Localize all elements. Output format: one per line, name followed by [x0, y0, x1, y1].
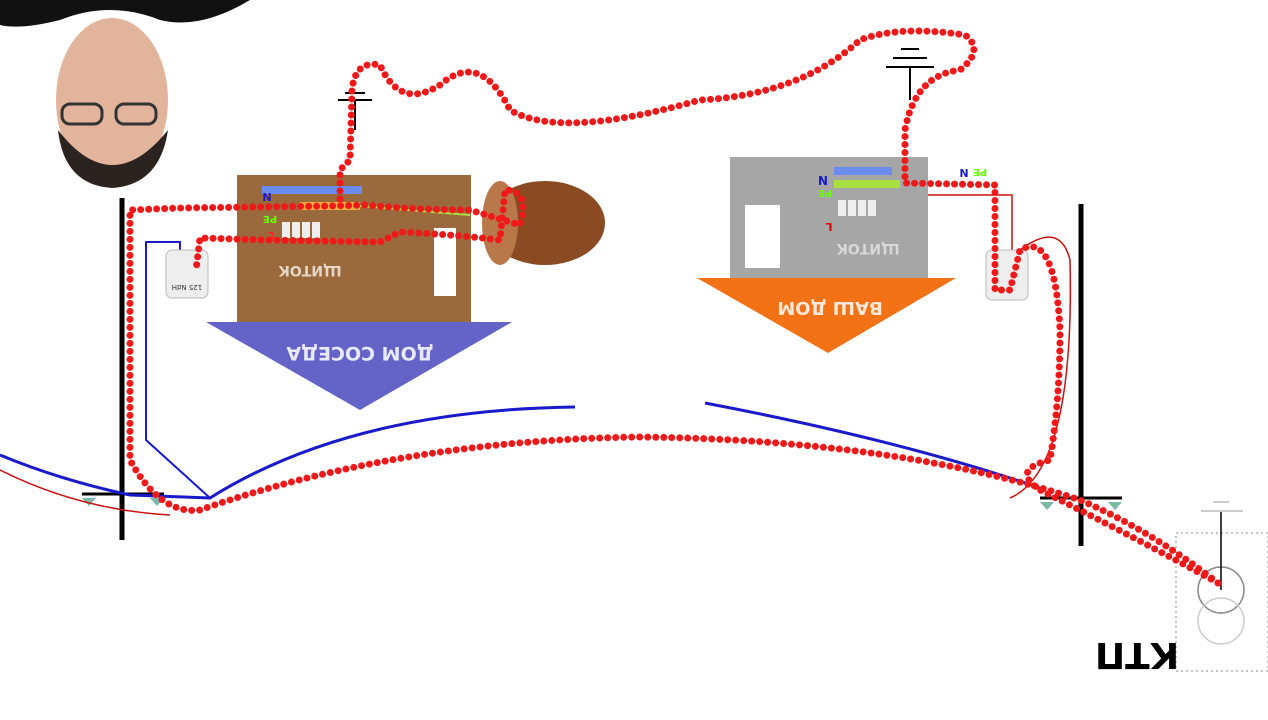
neighbor-panel-label: ЩИТОК	[278, 262, 342, 278]
motor-image	[482, 181, 605, 265]
meter-label: 125 NdH	[172, 283, 203, 291]
pole-right	[1040, 204, 1122, 546]
l-label: L	[825, 220, 832, 233]
neighbor-house-label: ДОМ СОСЕДА	[286, 342, 434, 364]
n-bus-label: N	[818, 173, 828, 187]
your-house: ВАШ ДОМ ЩИТОК N PE L N PE	[697, 157, 987, 353]
neutral-wire	[704, 401, 1041, 490]
fault-current-path	[336, 27, 1222, 587]
phase-wire	[0, 469, 171, 516]
substation: КТП	[1095, 501, 1268, 675]
l-label: L	[267, 229, 274, 240]
pe-label: PE	[973, 166, 987, 177]
n-label: N	[959, 166, 968, 179]
substation-label: КТП	[1095, 634, 1179, 675]
ground-icon	[886, 48, 934, 100]
phase-wire	[1009, 236, 1072, 499]
fault-current-path	[126, 186, 1222, 587]
pe-bus-label: PE	[263, 213, 277, 224]
neighbor-meter: 125 NdH	[165, 249, 209, 299]
your-panel-label: ЩИТОК	[836, 240, 900, 256]
presenter-image	[0, 0, 250, 188]
your-house-label: ВАШ ДОМ	[777, 297, 882, 318]
pe-bus-label: PE	[818, 187, 832, 198]
neutral-wire	[0, 405, 576, 500]
n-bus-label: N	[262, 190, 271, 203]
